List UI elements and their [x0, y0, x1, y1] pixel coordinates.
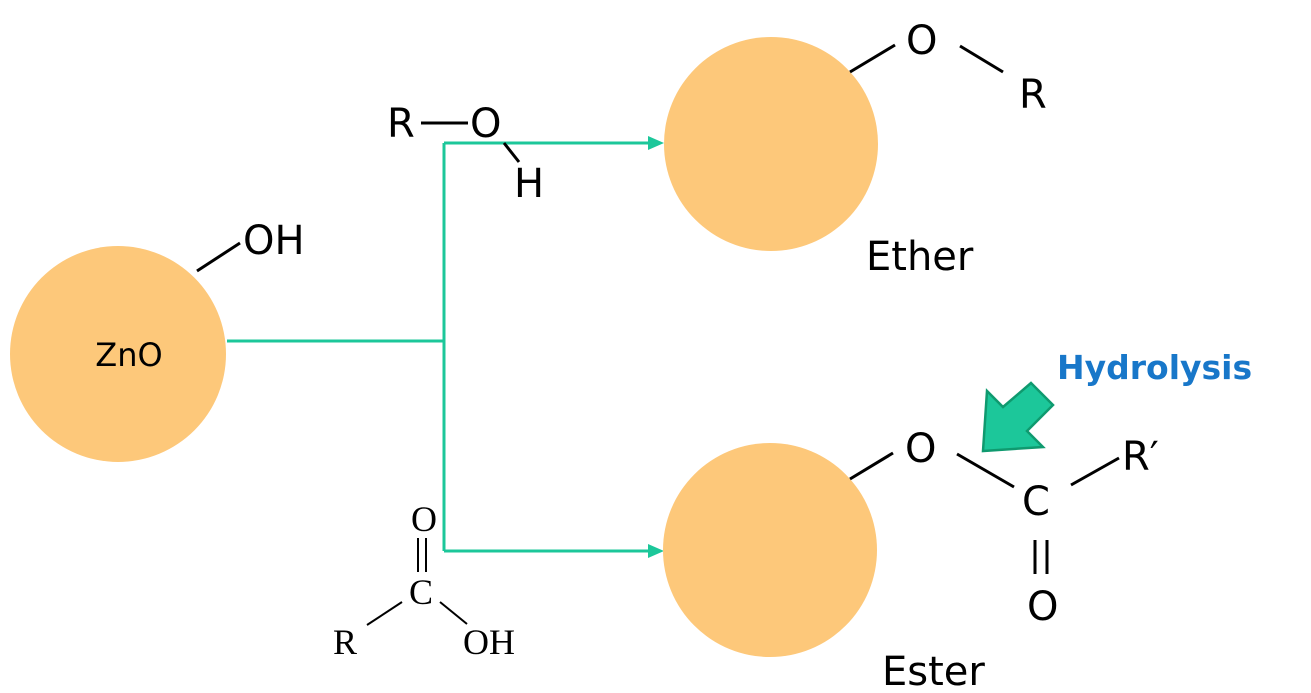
acid-c-r-bond	[366, 601, 403, 626]
ether-o-r-bond	[959, 44, 1004, 74]
zno-hydroxyl-bond	[196, 241, 241, 273]
hydrolysis-label: Hydrolysis	[1057, 348, 1252, 387]
zno-hydroxyl-label: OH	[243, 218, 305, 264]
ester-o-label: O	[905, 426, 936, 472]
alcohol-h-label: H	[514, 161, 544, 207]
acid-oh-label: OH	[463, 622, 515, 662]
alcohol-r-label: R	[387, 101, 415, 147]
zno-particle: ZnO OH	[10, 218, 305, 462]
arrow-down-left-icon	[981, 381, 1055, 453]
ester-particle-o-bond	[849, 451, 894, 481]
ether-o-label: O	[906, 18, 937, 64]
acid-r-label: R	[333, 622, 357, 662]
ether-product: O R Ether	[664, 18, 1047, 280]
flow-arrowhead-ether-icon	[648, 136, 664, 150]
acid-reagent: O C R OH	[333, 499, 515, 662]
ether-r-label: R	[1019, 72, 1047, 118]
acid-c-label: C	[409, 572, 433, 612]
alcohol-o-h-bond	[502, 142, 521, 163]
ester-c-label: C	[1022, 479, 1050, 525]
alcohol-o-label: O	[470, 101, 501, 147]
ester-caption: Ester	[882, 649, 985, 693]
ether-particle-o-bond	[849, 43, 896, 74]
ester-product: O C R′ O Ester	[663, 426, 1159, 693]
acid-c-oh-bond	[439, 601, 468, 625]
flow-arrowhead-ester-icon	[648, 544, 664, 558]
zno-label: ZnO	[95, 336, 162, 374]
ester-c-r-prime-bond	[1070, 456, 1120, 487]
ether-particle-circle	[664, 37, 878, 251]
ether-caption: Ether	[866, 234, 974, 280]
flow-connector	[227, 136, 664, 558]
hydrolysis-annotation: Hydrolysis	[981, 348, 1252, 453]
acid-carbonyl-o-label: O	[411, 499, 437, 539]
ester-o-c-bond	[956, 452, 1015, 489]
alcohol-reagent: R O H	[387, 101, 544, 207]
zno-particle-circle	[10, 246, 226, 462]
ester-particle-circle	[663, 443, 877, 657]
ester-r-prime-label: R′	[1122, 434, 1159, 480]
ester-carbonyl-o-label: O	[1027, 584, 1058, 630]
